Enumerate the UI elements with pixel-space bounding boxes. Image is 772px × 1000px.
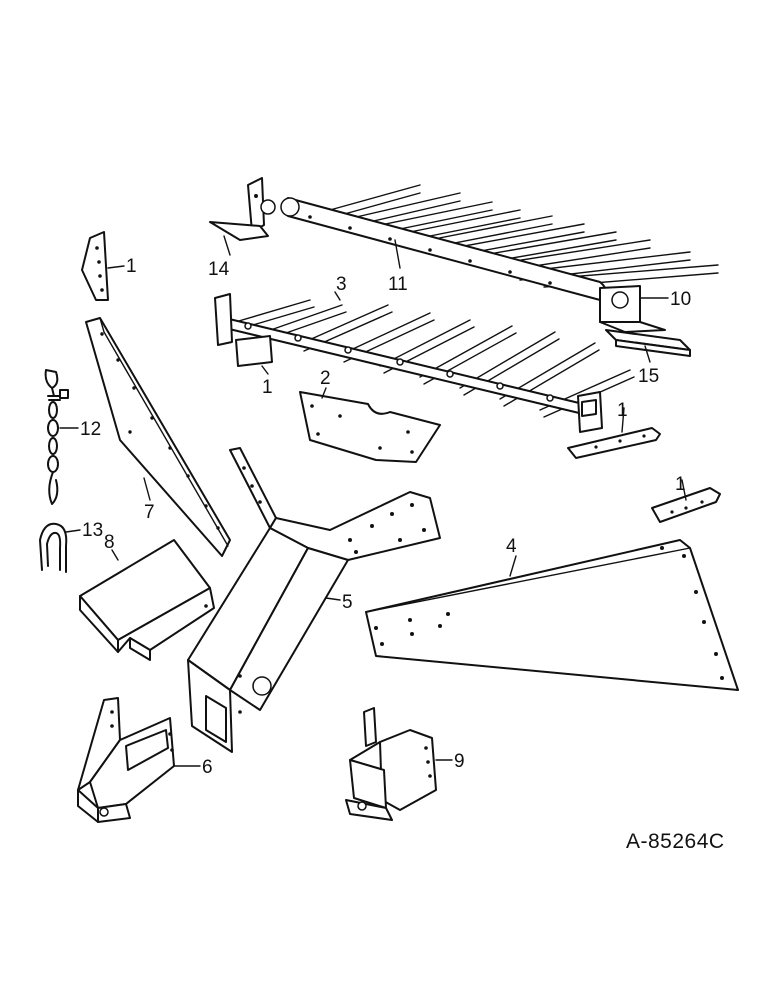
part-12-safety-chain: 12 <box>44 369 101 505</box>
leader-7 <box>143 477 151 501</box>
leader-14 <box>223 235 231 256</box>
part-1-plate-right: 1 <box>651 474 721 523</box>
roller-tube <box>281 197 607 301</box>
frame-holes <box>238 466 426 714</box>
bar-left-end <box>214 293 233 346</box>
callout-10: 10 <box>670 289 691 310</box>
part-8-shield-cover: 8 <box>79 532 215 661</box>
callout-1-d: 1 <box>675 474 686 495</box>
callout-3: 3 <box>336 274 347 295</box>
frame-beam-side <box>229 547 349 711</box>
leader-1-b <box>261 365 269 375</box>
brace-holes <box>100 332 220 530</box>
callout-11: 11 <box>388 274 408 295</box>
leader-5 <box>325 597 341 601</box>
callout-13: 13 <box>82 520 103 541</box>
callout-1-c: 1 <box>617 400 628 421</box>
drawing-number: A-85264C <box>626 830 725 853</box>
callout-7: 7 <box>144 502 155 523</box>
callout-8: 8 <box>104 532 115 553</box>
callout-14: 14 <box>208 259 230 280</box>
leader-13 <box>65 529 81 533</box>
callout-4: 4 <box>506 536 517 557</box>
frame-left-arm <box>229 447 277 529</box>
leader-3 <box>334 291 341 301</box>
leader-15 <box>644 345 651 363</box>
roller-end <box>280 197 300 217</box>
leader-1-d <box>681 479 687 501</box>
leader-8 <box>111 549 119 561</box>
leader-11 <box>394 239 401 269</box>
leader-1-c <box>621 407 625 433</box>
part-4-side-panel: 4 <box>365 536 739 691</box>
leader-1-a <box>107 265 125 269</box>
callout-15: 15 <box>638 366 659 387</box>
callout-5: 5 <box>342 592 353 613</box>
part-9-box-bracket: 9 <box>345 707 465 821</box>
callout-12: 12 <box>80 419 101 440</box>
callout-9: 9 <box>454 751 465 772</box>
panel-holes <box>374 546 724 680</box>
part-13-clevis: 13 <box>39 520 103 573</box>
callout-6: 6 <box>202 757 213 778</box>
bar-tines <box>231 299 635 418</box>
part-5-y-frame: 5 <box>187 447 441 753</box>
part-7-brace: 7 <box>85 317 231 557</box>
bar-holes <box>244 322 554 402</box>
part-1-strip-right: 1 <box>567 400 661 459</box>
bar-channel <box>224 317 601 419</box>
callout-1-b: 1 <box>262 377 273 398</box>
bar-left-plate <box>235 335 273 367</box>
part-11-roller-assembly: 11 <box>280 184 719 301</box>
callout-1-a: 1 <box>126 256 137 277</box>
part-2-notched-plate: 2 <box>299 368 441 463</box>
leader-4 <box>509 555 517 577</box>
part-6-hitch-bracket: 6 <box>77 697 213 823</box>
part-10-bearing-bracket: 10 <box>599 285 691 333</box>
frame-pin-boss <box>252 676 272 696</box>
part-14-bearing-bracket: 14 <box>208 177 276 280</box>
roller-holes <box>308 215 552 285</box>
leader-2 <box>321 387 327 399</box>
callout-2: 2 <box>320 368 331 389</box>
part-3-tine-bar: 3 1 <box>214 274 635 433</box>
part-15-angle-strip: 15 <box>605 329 691 387</box>
part-1-plate-upper-left: 1 <box>81 231 137 301</box>
